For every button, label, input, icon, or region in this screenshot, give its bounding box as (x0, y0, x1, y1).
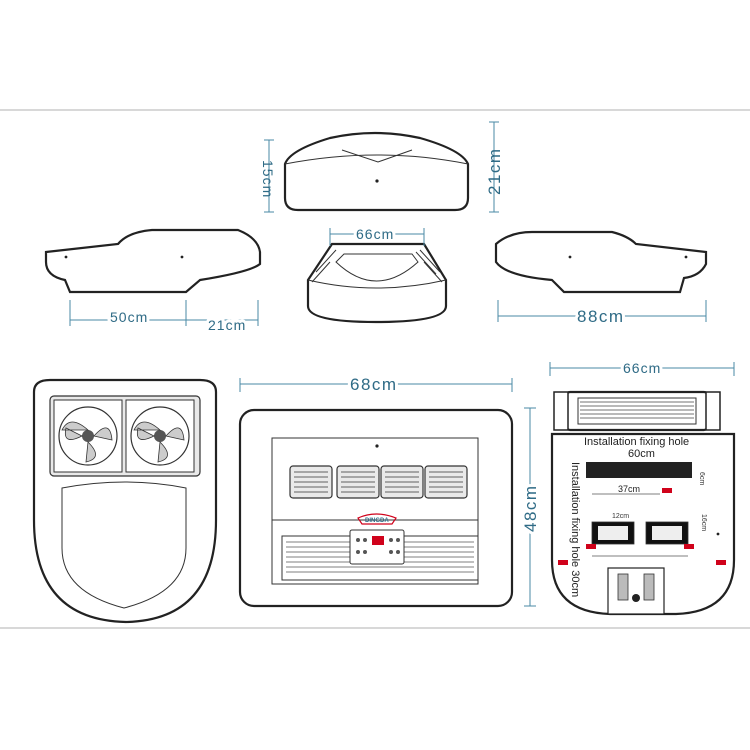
label-88cm: 88cm (577, 307, 625, 326)
installation-37cm: 37cm (618, 484, 640, 494)
brand-text: DINGDA (365, 518, 389, 524)
dimension-88cm: 88cm (497, 300, 707, 329)
label-68cm: 68cm (350, 375, 398, 394)
label-15cm: 15cm (260, 160, 276, 198)
label-66cm-bottom: 66cm (623, 360, 661, 376)
top-profile-view (283, 131, 470, 212)
installation-width-label: 60cm (628, 448, 655, 460)
dimension-66cm-bottom: 66cm (549, 357, 735, 379)
dimension-50-21: 50cm 21cm (69, 300, 259, 336)
installation-6cm: 6cm (698, 472, 705, 485)
label-21cm: 21cm (485, 147, 504, 195)
label-50cm: 50cm (110, 309, 148, 325)
installation-vertical-label: Installation fixing hole 30cm (569, 462, 581, 597)
dimension-68cm: 68cm (239, 372, 513, 397)
fan-icon-left (58, 406, 118, 466)
installation-12cm: 12cm (612, 513, 629, 520)
dimension-66cm-rear: 66cm (329, 223, 425, 246)
dimension-15cm: 15cm (260, 139, 276, 213)
installation-view: Installation fixing hole 60cm 37cm Insta… (550, 390, 736, 616)
label-48cm: 48cm (521, 484, 540, 532)
dimension-21cm: 21cm (485, 121, 504, 213)
label-21cm-side: 21cm (208, 317, 246, 333)
right-side-view (494, 230, 708, 294)
dimension-48cm: 48cm (518, 407, 543, 607)
rear-view (306, 242, 448, 324)
brand-logo: DINGDA (357, 513, 397, 525)
front-view: DINGDA (238, 408, 514, 608)
control-panel (349, 529, 405, 565)
vent-grille-top (289, 465, 468, 499)
left-side-view (44, 228, 262, 294)
label-66cm-rear: 66cm (356, 226, 394, 242)
installation-title: Installation fixing hole (584, 436, 689, 448)
top-view-fans (32, 378, 218, 624)
fan-icon-right (130, 406, 190, 466)
display-screen (372, 536, 384, 545)
installation-16cm: 16cm (700, 514, 707, 531)
